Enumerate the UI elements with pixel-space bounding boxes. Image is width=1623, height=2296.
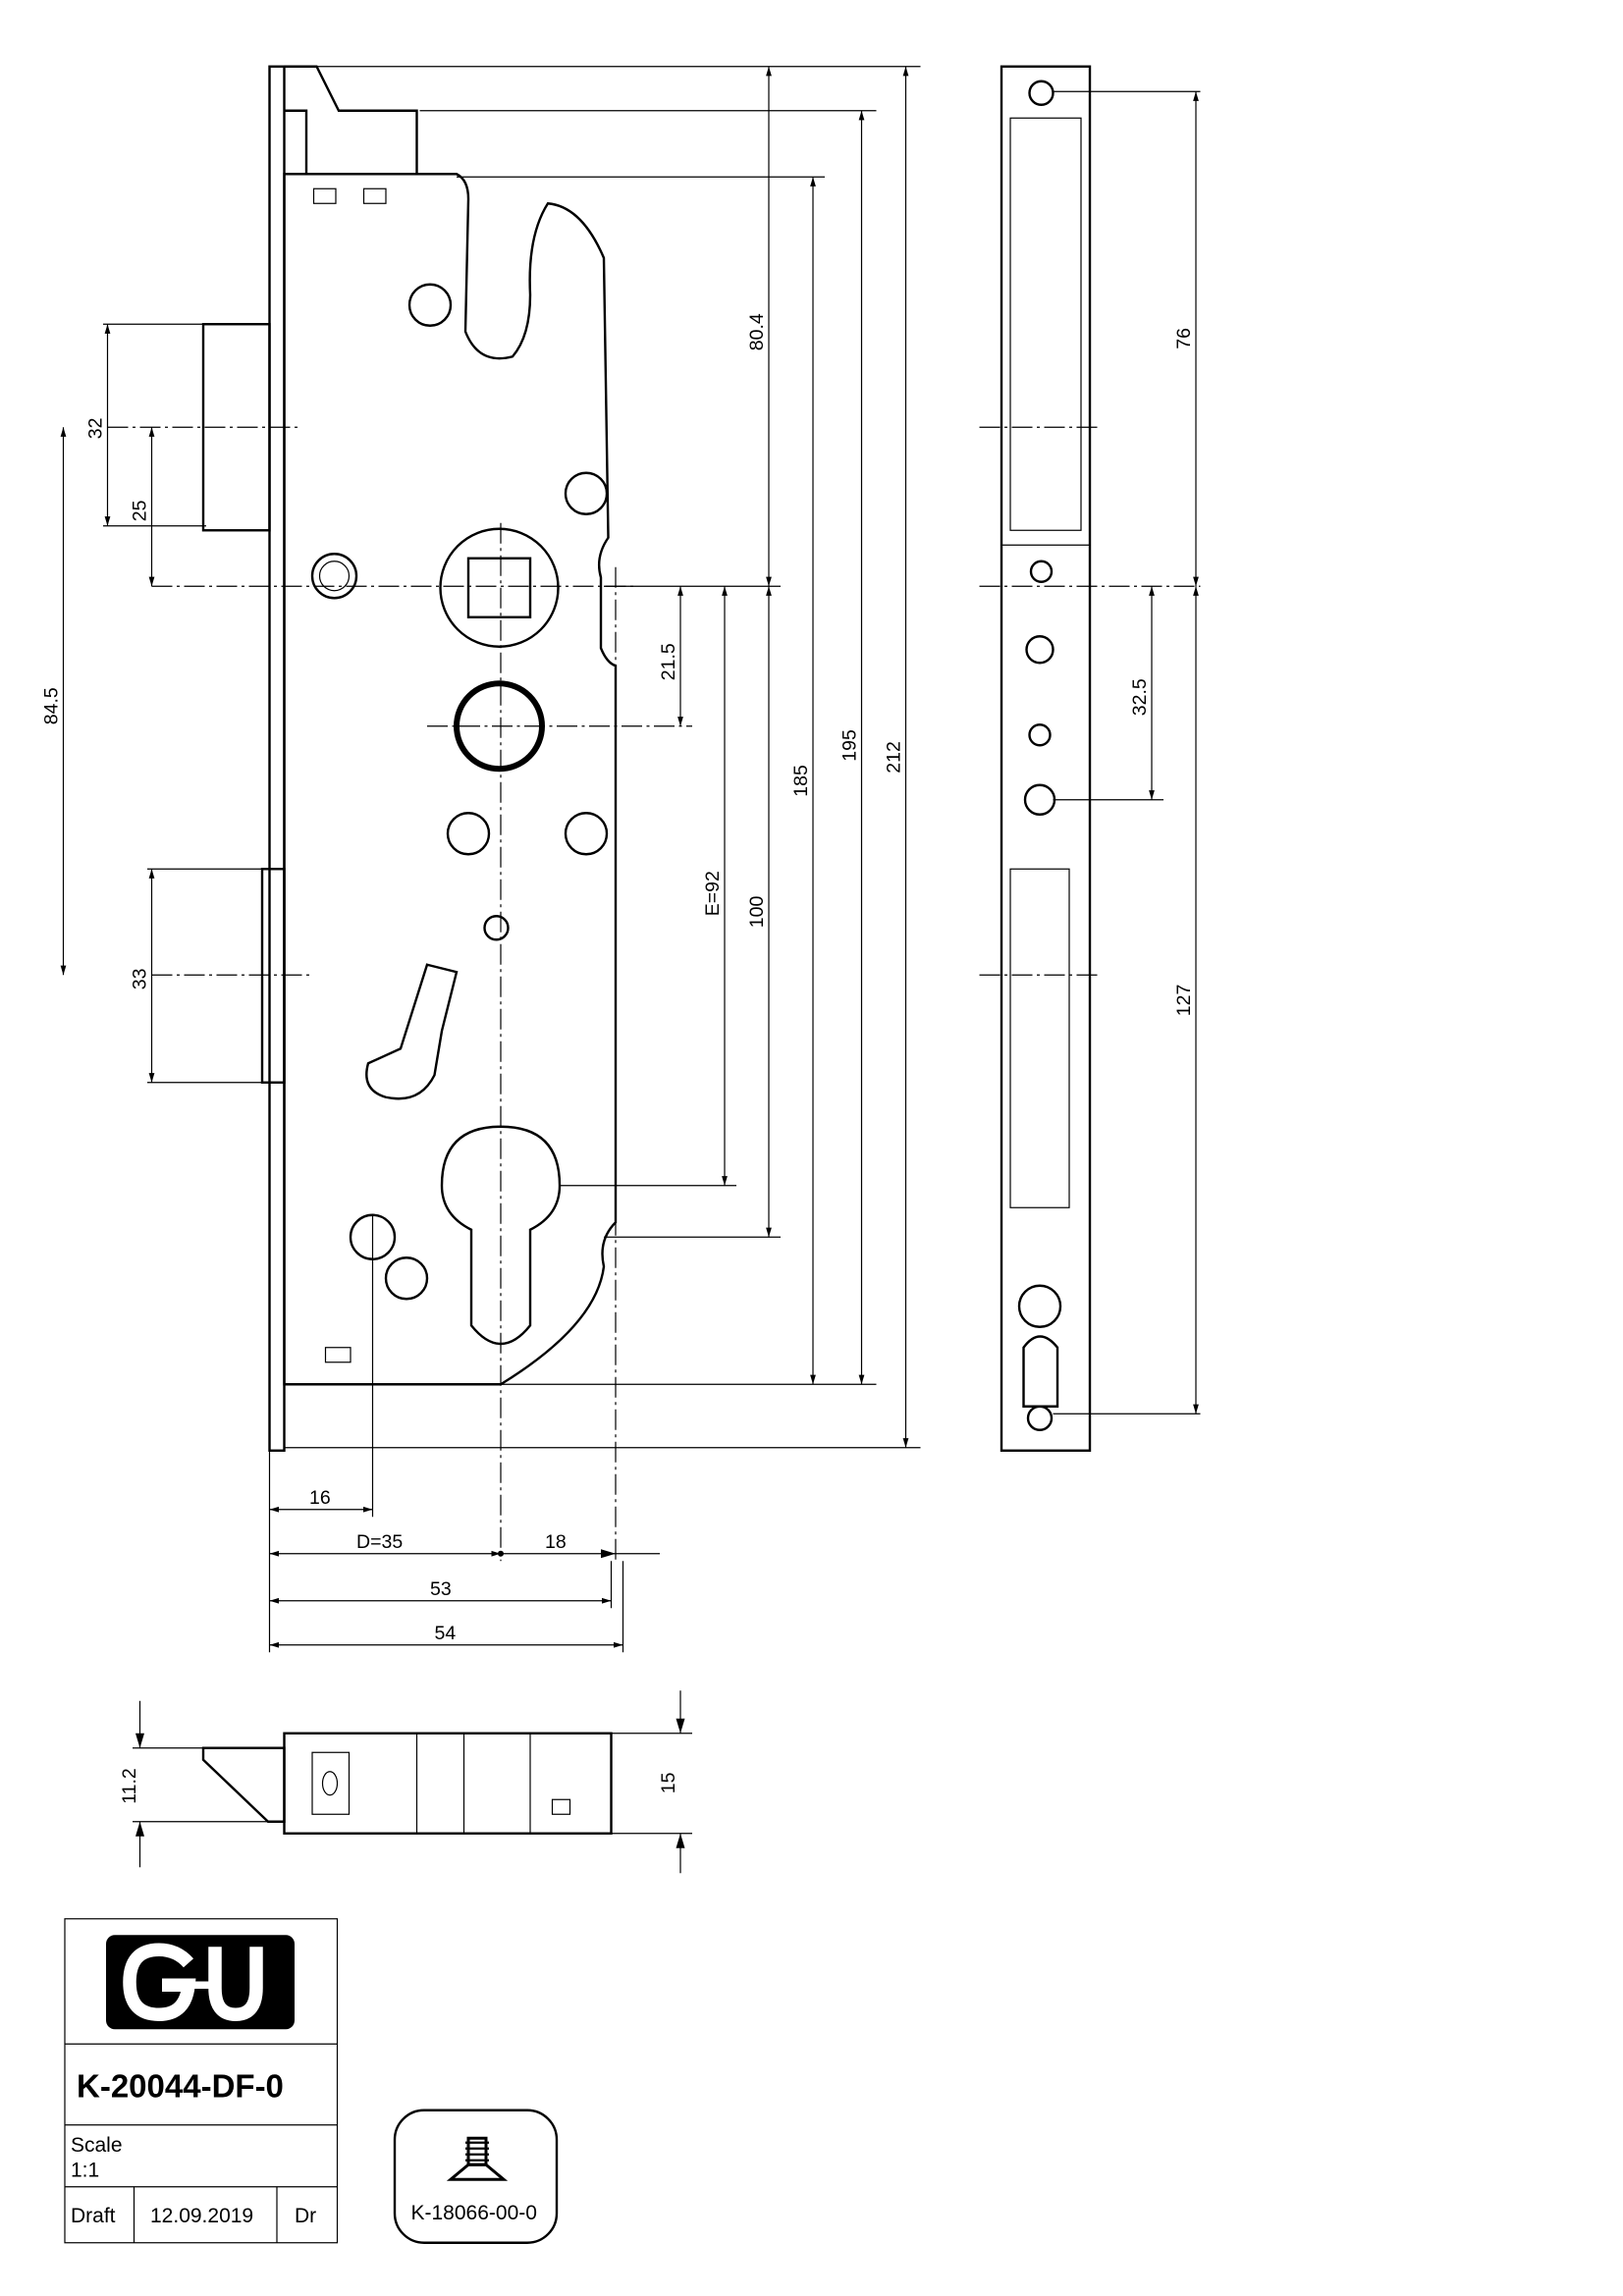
dim-16: 16	[309, 1487, 331, 1509]
dim-33: 33	[130, 969, 151, 990]
dim-195: 195	[839, 729, 861, 762]
part-number: K-20044-DF-0	[77, 2067, 284, 2104]
dim-185: 185	[790, 765, 812, 797]
author: Dr	[295, 2205, 316, 2227]
dim-84-5: 84.5	[41, 687, 63, 724]
dim-212: 212	[884, 741, 905, 774]
dim-53: 53	[430, 1578, 452, 1600]
dim-54: 54	[435, 1623, 457, 1644]
dim-11-2: 11.2	[119, 1768, 140, 1804]
dim-15: 15	[658, 1772, 679, 1793]
dim-25: 25	[130, 500, 151, 521]
dim-100: 100	[746, 896, 768, 929]
dim-127: 127	[1173, 985, 1195, 1017]
dim-76: 76	[1173, 328, 1195, 349]
dim-80-4: 80.4	[746, 313, 768, 350]
side-view: 76 32.5 127	[979, 65, 1201, 1452]
dim-32: 32	[85, 418, 107, 440]
title-block: K-20044-DF-0 Scale 1:1 Draft 12.09.2019 …	[64, 1918, 339, 2244]
dim-18: 18	[545, 1531, 567, 1553]
dim-32-5: 32.5	[1129, 678, 1151, 716]
status: Draft	[71, 2205, 116, 2227]
dim-21-5: 21.5	[658, 643, 679, 680]
accessory-screw-box: K-18066-00-0	[393, 2109, 559, 2244]
dim-e92: E=92	[702, 871, 724, 916]
dim-d35: D=35	[356, 1531, 403, 1553]
scale-label: Scale	[71, 2134, 123, 2157]
scale-value: 1:1	[71, 2159, 99, 2181]
top-view: 11.2 15	[119, 1690, 692, 1874]
dimensions: 80.4 185 195 212 100 E=92 21.5 84.5 32 2…	[41, 66, 921, 1653]
date: 12.09.2019	[150, 2205, 253, 2227]
gu-logo	[106, 1935, 295, 2030]
accessory-part-number: K-18066-00-0	[411, 2202, 537, 2224]
front-view	[107, 65, 692, 1562]
countersunk-screw-icon	[446, 2136, 509, 2181]
